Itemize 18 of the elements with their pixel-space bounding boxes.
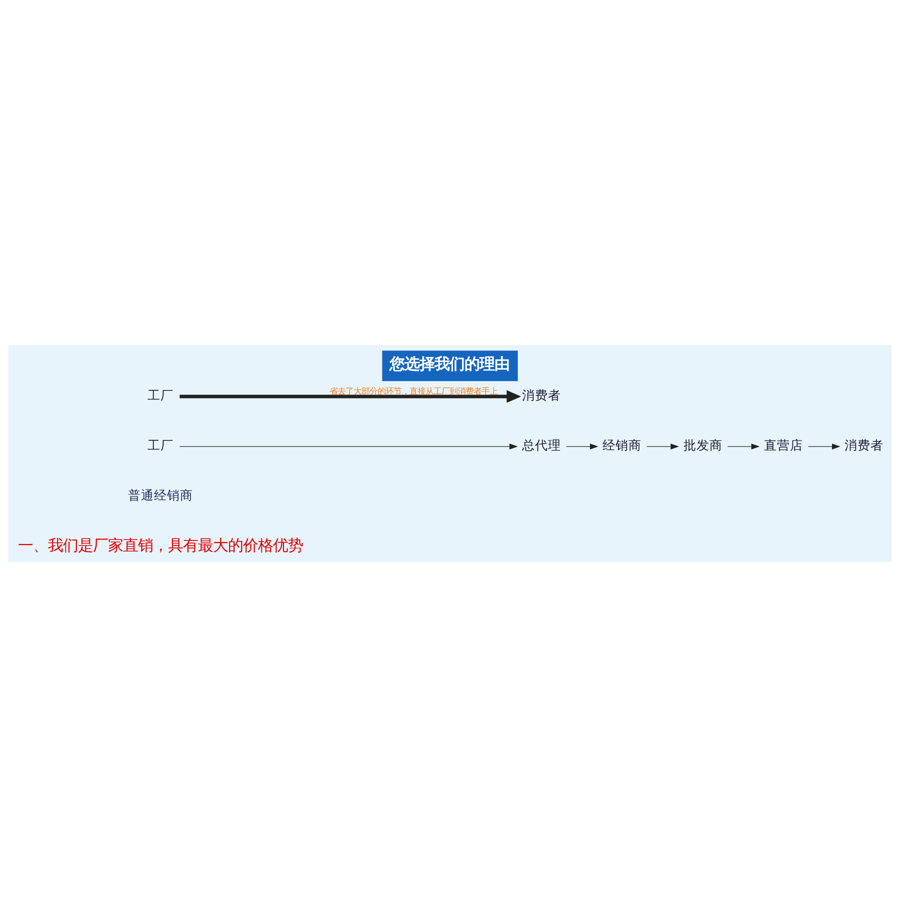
label: 一、我们是厂家直销，具有最大的价格优势 — [18, 536, 304, 554]
node-text: 批发商 — [683, 437, 722, 452]
arrow — [566, 443, 598, 449]
arrow — [180, 390, 522, 402]
node-text: 消费者 — [522, 387, 561, 402]
arrow — [646, 443, 679, 449]
node-text: 总代理 — [522, 437, 561, 452]
label: 普通经销商 — [128, 487, 194, 502]
arrow — [727, 443, 760, 449]
node-text: 工厂 — [148, 437, 174, 452]
diagram-title: 您选择我们的理由 — [389, 354, 510, 373]
edge-label: 省去了大部分的环节，直接从工厂到消费者手上 — [329, 386, 498, 396]
node-text: 直营店 — [764, 437, 803, 452]
arrow — [808, 443, 840, 449]
arrow — [179, 443, 518, 449]
node-text: 经销商 — [602, 437, 642, 452]
node-text: 工厂 — [148, 387, 174, 402]
node-text: 消费者 — [844, 437, 884, 452]
